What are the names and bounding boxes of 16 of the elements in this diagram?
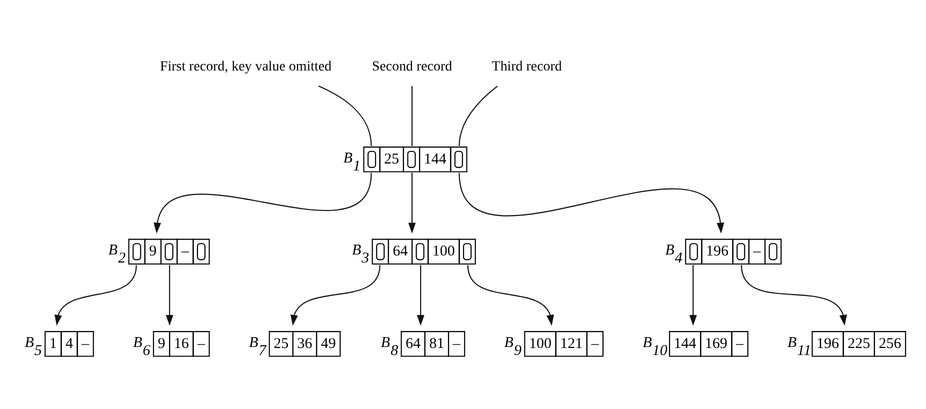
arrow bbox=[166, 264, 174, 326]
arrow bbox=[689, 264, 697, 326]
arrow bbox=[54, 264, 137, 326]
arrow bbox=[458, 172, 724, 233]
node-text: Second record bbox=[372, 58, 452, 74]
node-text: First record, key value omitted bbox=[160, 58, 332, 74]
arrow bbox=[467, 264, 554, 326]
arrow bbox=[740, 264, 847, 326]
arrow bbox=[416, 264, 424, 326]
arrow bbox=[408, 172, 416, 233]
node-text: Third record bbox=[492, 58, 562, 74]
connector bbox=[458, 85, 498, 146]
connector bbox=[412, 86, 413, 146]
connector bbox=[318, 85, 372, 146]
arrow bbox=[290, 264, 380, 326]
arrow bbox=[154, 172, 372, 233]
